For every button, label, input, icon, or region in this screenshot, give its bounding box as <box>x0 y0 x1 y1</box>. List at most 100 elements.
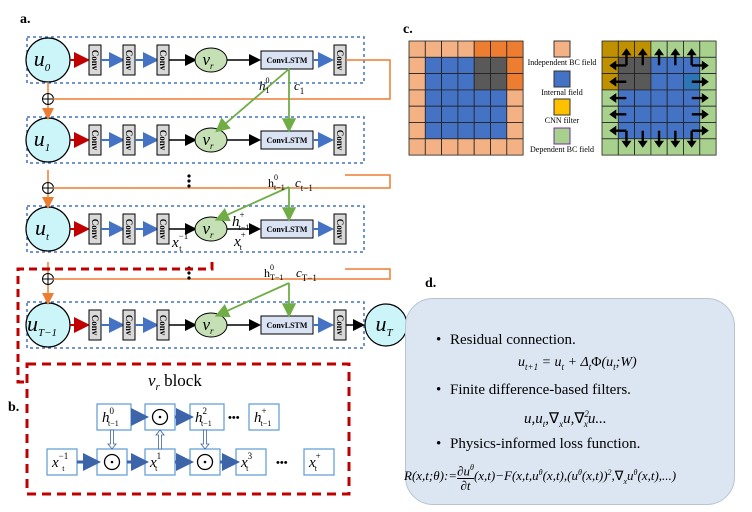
grid-cell <box>424 122 442 140</box>
hadamard-icon <box>103 453 121 471</box>
legend-label: Internal field <box>541 88 583 97</box>
residual-loop <box>53 59 391 100</box>
boundary-arrow-icon <box>621 130 632 148</box>
hadamard-icon <box>196 453 214 471</box>
grid-cell <box>424 89 442 107</box>
residual-connection <box>42 59 391 120</box>
ellipsis: ••• <box>276 457 288 469</box>
conv-label: Conv <box>124 50 134 71</box>
grid-cell <box>666 105 684 123</box>
hidden-state-transfer <box>214 186 297 222</box>
boundary-arrow-icon <box>691 109 709 120</box>
boundary-arrow-icon <box>691 125 709 136</box>
legend-item: Internal field <box>541 70 583 97</box>
boundary-arrow-icon <box>654 48 665 66</box>
grid-cell <box>634 73 652 91</box>
grid-cell <box>666 73 684 91</box>
input-state-label: u1 <box>34 126 51 154</box>
residual-connection <box>42 170 391 209</box>
grid-cell <box>506 73 524 91</box>
legend-swatch <box>553 70 571 88</box>
hidden-state-transfer <box>214 282 297 318</box>
independent-bc-grid <box>408 40 524 156</box>
grid-cell <box>699 40 717 58</box>
gate-arrow-down <box>200 429 210 450</box>
x-var-box <box>303 448 335 476</box>
ellipsis-dot <box>187 174 191 178</box>
boundary-arrow-icon <box>670 48 681 66</box>
conv-label: Conv <box>90 219 100 240</box>
grid-cell <box>408 138 426 156</box>
grid-cell <box>408 89 426 107</box>
grid-cell <box>457 73 475 91</box>
grid-cell <box>457 138 475 156</box>
grid-cell <box>506 122 524 140</box>
output-conv-label: Conv <box>335 219 345 240</box>
residual-connection-item: •Residual connection. <box>436 332 576 349</box>
grid-cell <box>473 40 491 58</box>
boundary-arrow-icon <box>637 48 648 66</box>
conv-label: Conv <box>158 50 168 71</box>
legend-label: Independent BC field <box>528 58 597 67</box>
grid-cell <box>490 56 508 74</box>
bullet-icon: • <box>436 382 442 398</box>
bullet-icon: • <box>436 436 442 452</box>
vr-label: vr <box>202 219 214 240</box>
grid-cell <box>634 105 652 123</box>
boundary-arrow-icon <box>637 130 648 148</box>
legend-item: Independent BC field <box>528 40 597 67</box>
vr-label: vr <box>202 315 214 336</box>
conv-label: Conv <box>158 130 168 151</box>
grid-cell <box>441 40 459 58</box>
conv-label: Conv <box>158 219 168 240</box>
gate-arrow-up <box>155 429 165 450</box>
output-conv-label: Conv <box>335 50 345 71</box>
grid-cell <box>441 89 459 107</box>
output-state-label: uT <box>375 311 393 339</box>
grid-cell <box>473 105 491 123</box>
legend-swatch <box>553 40 571 58</box>
residual-connection-text: Residual connection. <box>450 332 576 348</box>
h-output-label: h+t−1 <box>232 210 249 232</box>
vr-label: vr <box>202 130 214 151</box>
input-state-node <box>25 117 71 163</box>
panel-label-a: a. <box>20 12 31 27</box>
legend-swatch <box>553 127 571 145</box>
gate-arrow-down <box>107 429 117 450</box>
grid-cell <box>457 122 475 140</box>
hidden-state-arrow <box>215 68 290 133</box>
physics-loss-equation: R(x,t;θ):=∂uθ∂t(x,t)−F(x,t,uθ(x,t),(uθ(x… <box>404 463 677 494</box>
grid-cell <box>441 122 459 140</box>
conv-label: Conv <box>124 315 134 336</box>
h-var-box <box>248 403 280 431</box>
grid-cell <box>506 89 524 107</box>
hidden-state-arrow <box>214 282 290 318</box>
c-state-label: ct−1 <box>295 175 313 193</box>
physics-loss-item: •Physics-informed loss function. <box>436 436 640 453</box>
grid-cell <box>473 122 491 140</box>
ellipsis-dot <box>187 179 191 183</box>
grid-cell <box>457 89 475 107</box>
grid-cell <box>424 73 442 91</box>
grid-cell <box>473 73 491 91</box>
hadamard-dot <box>110 460 114 464</box>
conv-label: Conv <box>124 130 134 151</box>
x-var-box <box>46 448 78 476</box>
grid-cell <box>601 40 619 58</box>
grid-cell <box>457 105 475 123</box>
conv-label: Conv <box>90 130 100 151</box>
grid-cell <box>650 73 668 91</box>
boundary-arrow-icon <box>686 48 697 66</box>
output-conv-layer <box>333 213 347 245</box>
vr-block-title: vr block <box>148 371 202 393</box>
